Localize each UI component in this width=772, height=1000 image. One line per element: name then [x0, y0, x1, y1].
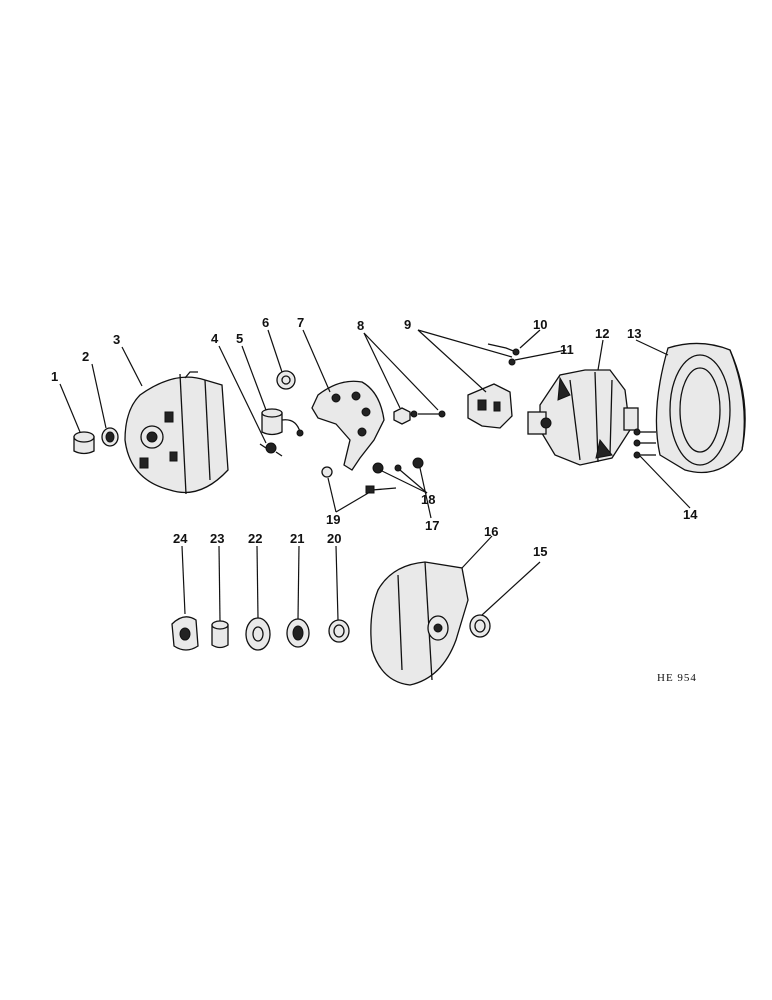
callout-14: 14: [683, 507, 698, 522]
part-14-screws: [633, 428, 656, 459]
part-7-rectifier: [311, 380, 385, 471]
part-1-cap: [73, 431, 95, 455]
callout-8: 8: [357, 318, 364, 333]
callout-7: 7: [297, 315, 304, 330]
callout-24: 24: [173, 531, 188, 546]
part-22-retainer: [245, 617, 271, 651]
callout-4: 4: [211, 331, 219, 346]
part-23-spacer: [211, 620, 229, 649]
part-20-seal: [328, 619, 350, 643]
part-9-brush-holder: [467, 343, 517, 429]
part-2-seal: [101, 427, 119, 447]
part-5-capacitor: [261, 408, 304, 437]
part-24-plate: [171, 616, 199, 651]
part-16-drive-housing: [370, 561, 469, 686]
callout-13: 13: [627, 326, 641, 341]
callout-17: 17: [425, 518, 439, 533]
callout-2: 2: [82, 349, 89, 364]
part-21-bearing: [286, 618, 310, 648]
callout-18: 18: [421, 492, 435, 507]
part-10-11-brush-leads: [508, 348, 520, 366]
callout-22: 22: [248, 531, 262, 546]
callout-5: 5: [236, 331, 243, 346]
part-12-rotor: [527, 369, 639, 466]
callout-23: 23: [210, 531, 224, 546]
callout-10: 10: [533, 317, 547, 332]
callout-11: 11: [560, 342, 574, 357]
callout-1: 1: [51, 369, 58, 384]
part-4-terminal: [259, 442, 283, 457]
figure-code: HE 954: [657, 672, 697, 684]
part-3-end-housing: [124, 371, 229, 495]
part-8-nut-screw: [393, 407, 446, 425]
callout-6: 6: [262, 315, 269, 330]
part-17-18-19-hardware: [321, 457, 424, 494]
callout-15: 15: [533, 544, 547, 559]
part-13-stator: [655, 342, 746, 474]
callout-3: 3: [113, 332, 120, 347]
callout-9: 9: [404, 317, 411, 332]
callout-12: 12: [595, 326, 609, 341]
callout-19: 19: [326, 512, 340, 527]
leader-lines: [59, 329, 691, 622]
callout-20: 20: [327, 531, 341, 546]
callout-labels: 1 2 3 4 5 6 7 8 9 10 11 12 13 14 15 16 1…: [51, 315, 698, 559]
callout-21: 21: [290, 531, 304, 546]
callout-16: 16: [484, 524, 498, 539]
part-15-ring: [469, 614, 491, 638]
part-6-washer: [276, 370, 296, 390]
